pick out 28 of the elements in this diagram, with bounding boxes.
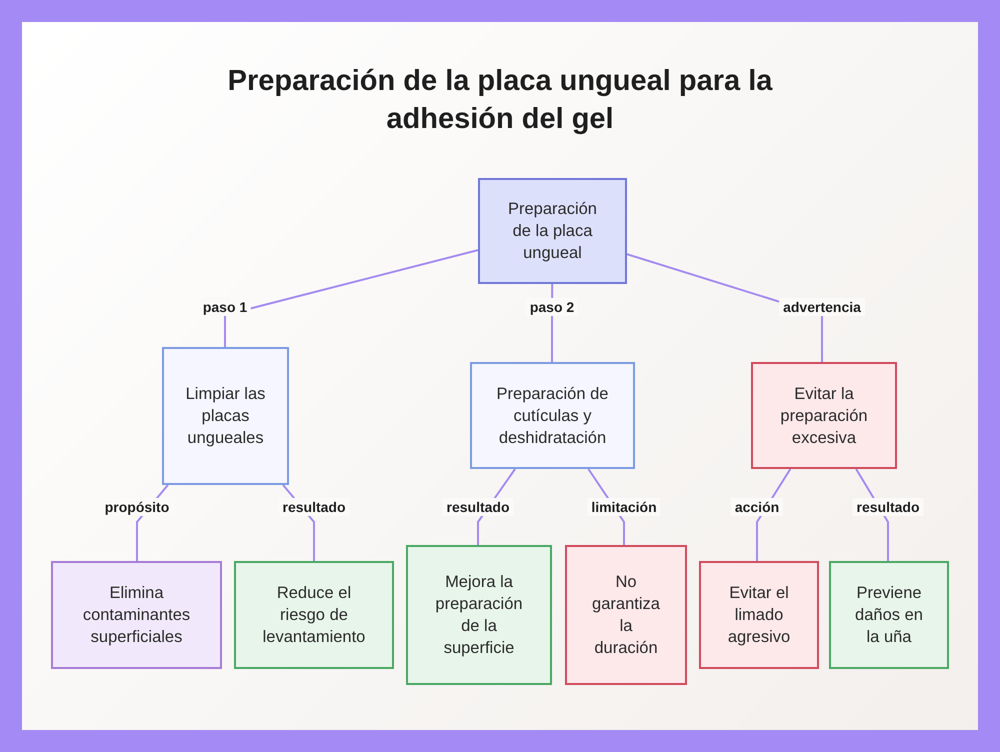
concept-box [829,561,949,669]
edge-label: limitación [587,498,661,516]
box-text: No garantiza la duración [591,572,661,659]
concept-box [699,561,819,669]
edge-label: resultado [852,498,924,516]
box-text: Elimina contaminantes superficiales [82,583,192,648]
concept-box [470,362,635,469]
edge-label: advertencia [779,298,865,316]
box-text: Previene daños en la uña [854,583,924,648]
concept-box [751,362,897,469]
box-text: Mejora la preparación de la superficie [434,572,524,659]
connector-line [224,249,478,347]
box-text: Limpiar las placas ungueales [184,384,266,449]
box-text: Reduce el riesgo de levantamiento [262,583,366,648]
box-text: Evitar el limado agresivo [726,583,792,648]
edge-label: acción [730,498,784,516]
edge-label: resultado [442,498,514,516]
concept-box [478,178,627,284]
concept-box [406,545,552,685]
box-text: Preparación de la placa ungueal [507,199,598,264]
box-text: Evitar la preparación excesiva [779,384,869,448]
diagram-title: Preparación de la placa ungueal para la adhesión del gel [226,64,774,137]
concept-box [51,561,222,669]
concept-box [565,545,687,685]
edge-label: paso 2 [526,298,578,316]
box-text: Preparación de cutículas y deshidratación [496,384,610,448]
concept-box [234,561,394,669]
concept-box [162,347,289,485]
